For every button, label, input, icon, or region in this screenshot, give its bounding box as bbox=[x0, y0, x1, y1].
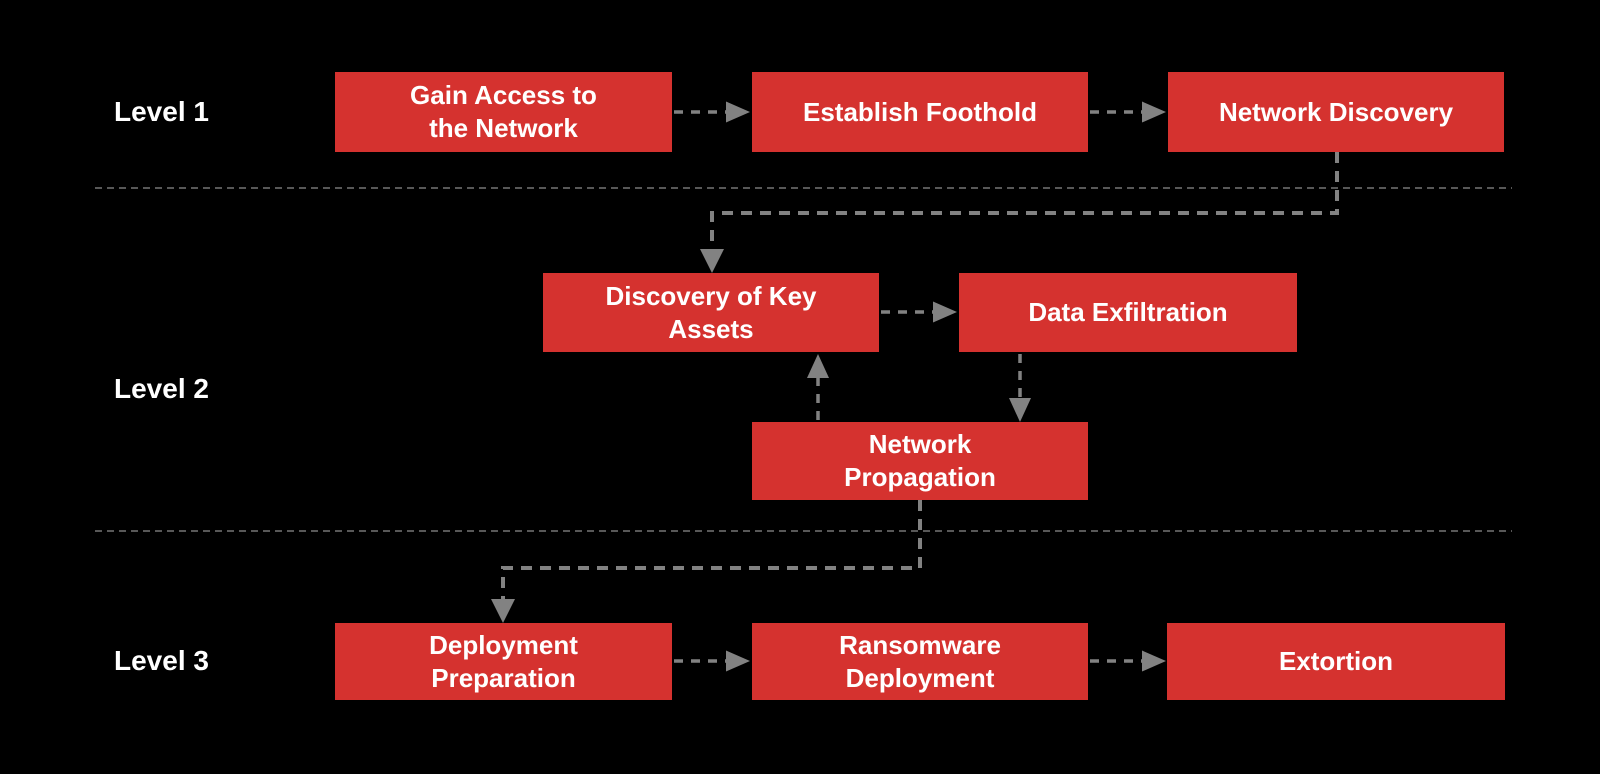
node-ransomware-deployment-label: Ransomware Deployment bbox=[839, 629, 1001, 693]
node-ransomware-deployment: Ransomware Deployment bbox=[752, 623, 1088, 700]
edge-discovery-of-key-assets-to-data-exfiltration bbox=[881, 301, 957, 323]
node-network-propagation: Network Propagation bbox=[752, 422, 1088, 500]
edge-network-discovery-to-discovery-of-key-assets bbox=[700, 152, 1339, 273]
node-data-exfiltration: Data Exfiltration bbox=[959, 273, 1297, 352]
node-establish-foothold: Establish Foothold bbox=[752, 72, 1088, 152]
edge-ransomware-deployment-to-extortion bbox=[1090, 650, 1166, 672]
edge-network-propagation-to-deployment-preparation bbox=[491, 500, 922, 623]
level-3-label: Level 3 bbox=[114, 645, 209, 676]
node-discovery-of-key-assets: Discovery of Key Assets bbox=[543, 273, 879, 352]
node-network-discovery: Network Discovery bbox=[1168, 72, 1504, 152]
node-network-discovery-label: Network Discovery bbox=[1218, 96, 1454, 127]
edge-data-exfiltration-to-network-propagation bbox=[1009, 354, 1031, 422]
node-deployment-preparation: Deployment Preparation bbox=[335, 623, 672, 700]
level-2-label: Level 2 bbox=[114, 373, 209, 404]
edge-gain-access-to-establish-foothold bbox=[674, 101, 750, 123]
node-gain-access: Gain Access to the Network bbox=[335, 72, 672, 152]
node-data-exfiltration-label: Data Exfiltration bbox=[1028, 297, 1228, 327]
node-discovery-of-key-assets-label: Discovery of Key Assets bbox=[605, 280, 817, 344]
node-deployment-preparation-label: Deployment Preparation bbox=[429, 629, 578, 693]
edge-deployment-preparation-to-ransomware-deployment bbox=[674, 650, 750, 672]
node-gain-access-label: Gain Access to the Network bbox=[410, 80, 597, 143]
node-establish-foothold-label: Establish Foothold bbox=[803, 96, 1037, 127]
node-extortion-label: Extortion bbox=[1278, 646, 1394, 676]
node-extortion: Extortion bbox=[1167, 623, 1505, 700]
node-network-propagation-label: Network Propagation bbox=[844, 429, 996, 492]
edge-network-propagation-to-discovery-of-key-assets bbox=[807, 354, 829, 420]
edge-establish-foothold-to-network-discovery bbox=[1090, 101, 1166, 123]
level-1-label: Level 1 bbox=[114, 96, 209, 127]
